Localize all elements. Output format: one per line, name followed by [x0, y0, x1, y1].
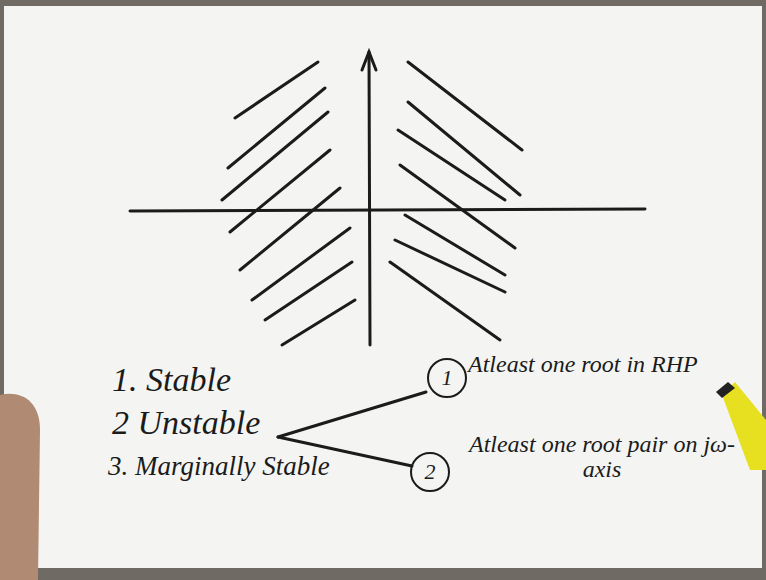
callout-number: 1 — [442, 365, 453, 391]
stability-class: 2 Unstable — [112, 405, 260, 441]
callout-number: 2 — [425, 459, 436, 485]
hand — [0, 394, 40, 580]
condition-note: Atleast one root pair on jω-axis — [462, 432, 742, 482]
paper-sheet — [4, 6, 762, 568]
callout-circle: 1 — [427, 358, 467, 398]
callout-circle: 2 — [410, 452, 450, 492]
stability-class: 1. Stable — [112, 362, 231, 398]
condition-note: Atleast one root in RHP — [468, 352, 698, 377]
stability-class: 3. Marginally Stable — [108, 452, 330, 480]
